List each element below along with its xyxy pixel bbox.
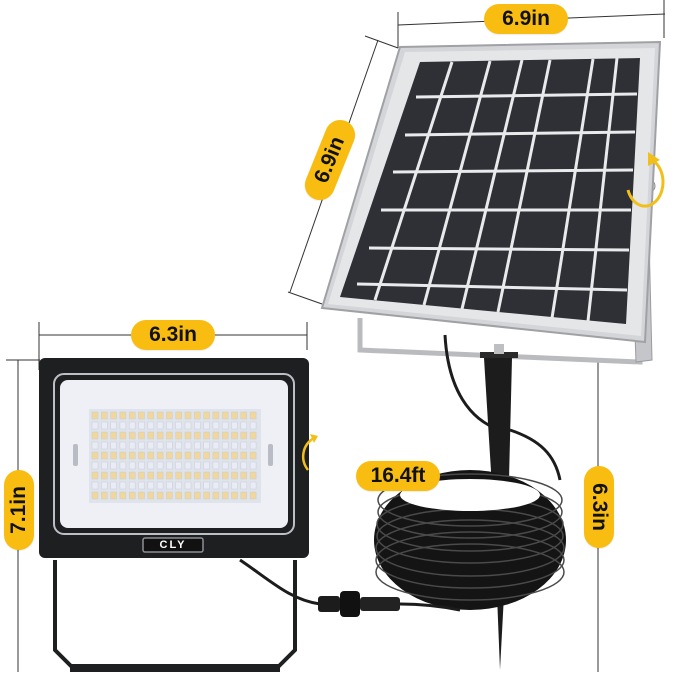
cable-coil bbox=[239, 334, 566, 617]
flood-light-width-label: 6.3in bbox=[131, 320, 215, 350]
stand-height-label: 6.3in bbox=[584, 466, 614, 548]
flood-light-height-label: 7.1in bbox=[4, 470, 34, 550]
light-rotate-arrow-icon bbox=[301, 436, 315, 471]
solar-panel-width-label: 6.9in bbox=[484, 4, 568, 34]
cable-length-label: 16.4ft bbox=[356, 461, 440, 491]
flood-light bbox=[39, 358, 318, 672]
solar-panel bbox=[320, 40, 665, 365]
rotate-arrow-icon bbox=[626, 158, 665, 208]
brand-logo: CLY bbox=[159, 539, 187, 551]
